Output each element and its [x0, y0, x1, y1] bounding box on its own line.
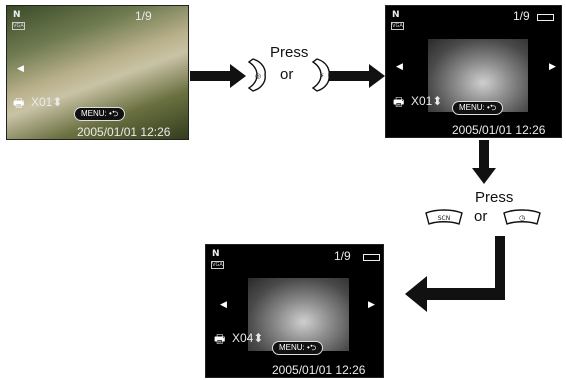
return-icon: •⮌: [487, 103, 497, 112]
photo-dog: [428, 39, 528, 112]
menu-hint: MENU: •⮌: [272, 341, 324, 355]
arrow-right-1: [190, 64, 246, 88]
press-label-1: Press: [270, 44, 309, 61]
print-copies: X01⬍: [31, 95, 62, 109]
right-triangle-icon: ▶: [549, 62, 556, 72]
mode-icon: N: [212, 249, 220, 259]
date-time: 2005/01/01 12:26: [272, 363, 366, 377]
zoom-in-key-icon: ⚡: [311, 58, 330, 92]
print-copies: X04⬍: [232, 331, 263, 345]
mode-icon: N: [392, 10, 400, 20]
arrow-right-2: [329, 64, 385, 88]
svg-text:◷: ◷: [519, 214, 526, 222]
up-down-icon: ⬍: [432, 94, 443, 108]
image-count: 1/9: [334, 249, 351, 263]
battery-icon: [363, 254, 380, 261]
copies-value: X04: [232, 331, 254, 345]
date-time: 2005/01/01 12:26: [77, 125, 171, 139]
photo-dog: [248, 278, 349, 351]
printer-icon: 🖶: [214, 332, 226, 346]
menu-label: MENU:: [279, 343, 305, 352]
self-timer-key-icon: ◷: [503, 209, 541, 225]
lcd-screen-3: N VGA 1/9 ◀ ▶ 🖶 X04⬍ MENU: •⮌ 2005/01/01…: [205, 244, 384, 378]
copies-value: X01: [411, 94, 433, 108]
copies-value: X01: [31, 95, 53, 109]
menu-label: MENU:: [81, 109, 107, 118]
menu-label: MENU:: [459, 103, 485, 112]
up-down-icon: ⬍: [52, 95, 63, 109]
scn-key-label: SCN: [438, 215, 451, 222]
resolution-icon: VGA: [211, 261, 224, 269]
menu-hint: MENU: •⮌: [452, 101, 504, 115]
arrow-elbow: [405, 236, 505, 312]
battery-icon: [537, 14, 554, 21]
scn-key-icon: SCN: [425, 209, 463, 225]
resolution-icon: VGA: [12, 22, 25, 30]
left-triangle-icon: ◀: [220, 300, 227, 310]
or-label-2: or: [474, 208, 488, 225]
zoom-out-key-icon: ◎: [247, 58, 266, 92]
date-time: 2005/01/01 12:26: [452, 123, 546, 137]
svg-text:⚡: ⚡: [320, 72, 325, 80]
printer-icon: 🖶: [393, 95, 405, 109]
left-triangle-icon: ◀: [396, 62, 403, 72]
press-label-2: Press: [475, 189, 514, 206]
arrow-down: [472, 140, 496, 184]
return-icon: •⮌: [109, 109, 119, 118]
mode-icon: N: [13, 10, 21, 20]
lcd-screen-2: N VGA 1/9 ◀ ▶ 🖶 X01⬍ MENU: •⮌ 2005/01/01…: [385, 5, 562, 138]
resolution-icon: VGA: [391, 22, 404, 30]
printer-icon: 🖶: [13, 96, 25, 110]
svg-text:◎: ◎: [255, 72, 261, 80]
or-label-1: or: [280, 66, 294, 83]
left-triangle-icon: ◀: [17, 64, 24, 74]
right-triangle-icon: ▶: [368, 300, 375, 310]
image-count: 1/9: [135, 9, 152, 23]
return-icon: •⮌: [307, 343, 317, 352]
print-copies: X01⬍: [411, 94, 442, 108]
lcd-screen-1: N VGA 1/9 ◀ 🖶 X01⬍ MENU: •⮌ 2005/01/01 1…: [6, 5, 189, 140]
menu-hint: MENU: •⮌: [74, 107, 126, 121]
image-count: 1/9: [513, 9, 530, 23]
up-down-icon: ⬍: [253, 331, 264, 345]
